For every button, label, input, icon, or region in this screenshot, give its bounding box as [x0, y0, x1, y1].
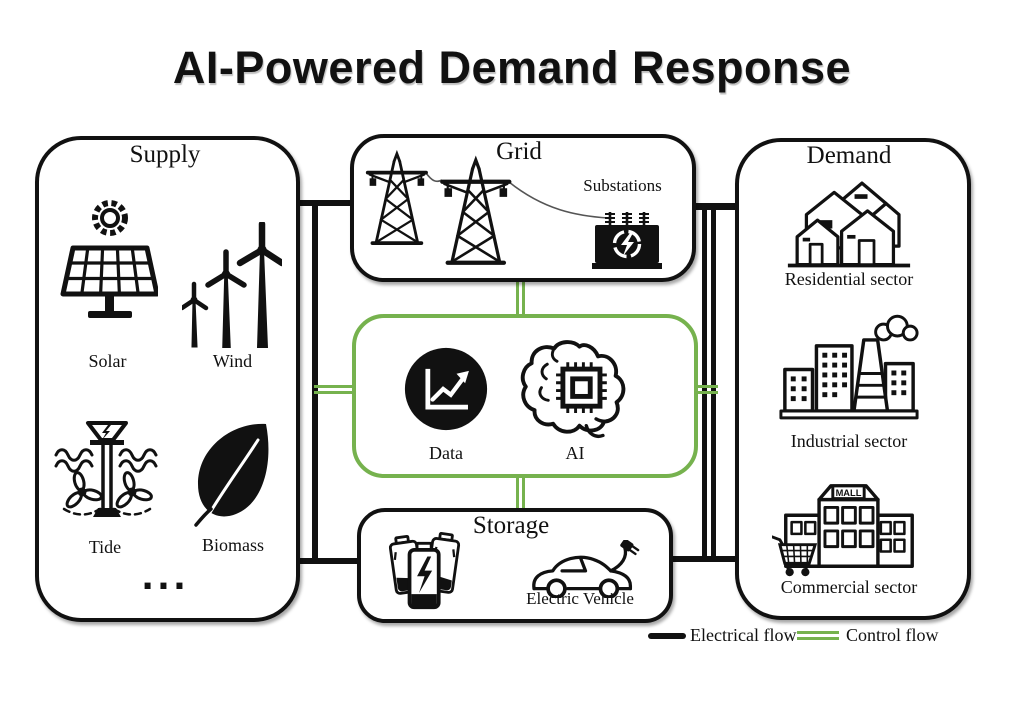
electrical-line-right-vertical-1 [702, 203, 707, 559]
mall-sign-text: MALL [836, 488, 862, 498]
supply-title: Supply [129, 141, 201, 168]
solar-panel-icon [60, 245, 158, 318]
solar-icon [60, 200, 158, 318]
shopping-cart-icon [772, 535, 818, 577]
demand-title: Demand [806, 142, 892, 169]
biomass-leaf-icon [194, 423, 269, 527]
sun-icon [92, 200, 128, 236]
electrical-line-left-vertical [312, 200, 318, 564]
data-label: Data [429, 443, 463, 463]
transmission-tower-icon [365, 149, 428, 246]
commercial-mall-icon: MALL [772, 484, 914, 577]
wind-turbines-icon [182, 222, 282, 348]
grid-infrastructure-icon [365, 149, 662, 269]
biomass-label: Biomass [201, 535, 264, 555]
grid-title: Grid [496, 138, 542, 165]
control-line-ai-grid [516, 268, 525, 318]
control-line-ai-demand [688, 385, 718, 394]
legend-control-label: Control flow [846, 625, 939, 645]
transmission-tower-icon [440, 155, 512, 265]
storage-title: Storage [472, 512, 550, 539]
solar-label: Solar [88, 351, 127, 371]
electrical-line-supply-storage [290, 558, 360, 564]
commercial-sector-label: Commercial sector [780, 577, 918, 597]
industrial-factory-icon [779, 314, 919, 420]
batteries-icon [388, 532, 461, 610]
industrial-sector-label: Industrial sector [790, 431, 908, 451]
legend-electrical-label: Electrical flow [690, 625, 797, 645]
ai-brain-chip-icon [520, 340, 626, 438]
control-line-ai-supply [314, 385, 356, 394]
substation-icon [592, 212, 662, 269]
substations-label: Substations [583, 176, 662, 195]
supply-box [35, 136, 300, 622]
electrical-line-storage-demand [662, 556, 738, 562]
residential-sector-label: Residential sector [784, 269, 914, 289]
electrical-line-right-vertical-2 [711, 203, 716, 559]
legend-electrical-swatch [648, 633, 686, 639]
legend-control-swatch [797, 631, 839, 640]
tidal-power-icon [54, 421, 158, 517]
control-line-ai-storage [516, 466, 525, 512]
wind-label: Wind [212, 351, 253, 371]
supply-more-ellipsis: ... [141, 558, 189, 598]
residential-houses-icon [787, 181, 911, 268]
ai-label: AI [565, 443, 585, 463]
tide-label: Tide [88, 537, 122, 557]
data-chart-icon [404, 347, 488, 431]
page-title: AI-Powered Demand Response [172, 42, 852, 93]
electrical-line-supply-grid [290, 200, 354, 206]
electric-vehicle-icon [532, 540, 640, 598]
electric-vehicle-label: Electric Vehicle [526, 589, 634, 608]
